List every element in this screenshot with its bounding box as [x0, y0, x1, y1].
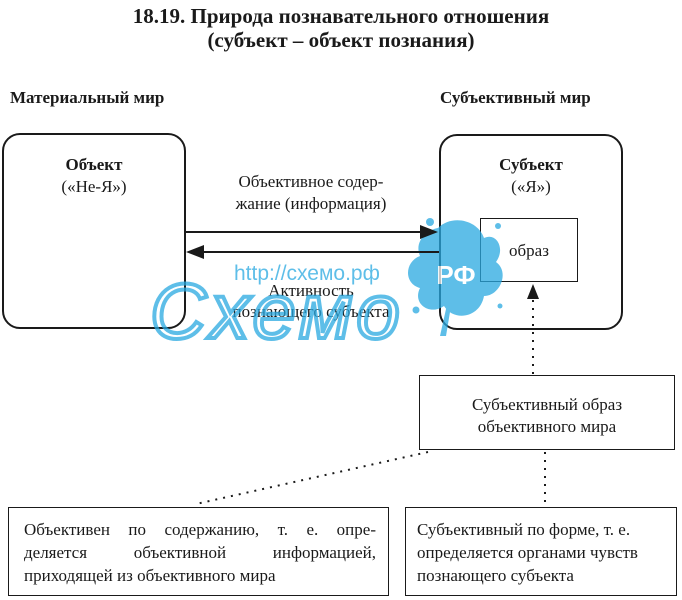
subjective-image-line-2: объективного мира — [477, 417, 617, 436]
dotted-connector-left — [195, 451, 429, 505]
arrow-to-subject-head — [420, 225, 438, 239]
page-subtitle: (субъект – объект познания) — [207, 28, 475, 52]
subjective-world-label: Субъективный мир — [440, 88, 591, 107]
material-world-label: Материальный мир — [10, 88, 165, 107]
subjective-form-box — [405, 507, 677, 596]
objective-content-box — [8, 507, 389, 596]
page-title: 18.19. Природа познавательного отношения — [132, 4, 550, 28]
subjective-form-line-1: Субъективный по форме, т. е. — [417, 520, 631, 539]
watermark: РФ http://схемо.рф Схемо — [148, 218, 503, 357]
subjective-form-line-3: познающего субъекта — [417, 566, 574, 585]
subject-title: Субъект — [499, 155, 563, 174]
subject-subtitle: («Я») — [511, 177, 551, 196]
watermark-splash-shape — [408, 218, 503, 336]
arrow-bottom-label-2: познающего субъекта — [232, 302, 390, 321]
object-subtitle: («Не-Я») — [61, 177, 127, 196]
object-box — [2, 133, 186, 329]
objective-content-line-3: приходящей из объективного мира — [24, 566, 276, 585]
watermark-word: Схемо — [150, 267, 404, 355]
arrow-bottom-label-1: Активность — [268, 281, 354, 300]
object-title: Объект — [65, 155, 123, 174]
subjective-image-box — [419, 375, 675, 450]
arrow-top-label-1: Объективное содер- — [238, 172, 384, 191]
image-label: образ — [509, 241, 549, 260]
subjective-image-line-1: Субъективный образ — [471, 395, 623, 414]
arrow-top-label-2: жание (информация) — [235, 194, 387, 213]
arrow-to-object-head — [186, 245, 204, 259]
objective-content-line-1: Объективен по содержанию, т. е. опре- — [24, 520, 376, 539]
dotted-connector-up-head — [527, 284, 539, 299]
watermark-url: http://схемо.рф — [234, 262, 380, 285]
watermark-suffix: РФ — [436, 260, 475, 290]
subjective-form-line-2: определяется органами чувств — [417, 543, 638, 562]
objective-content-line-2: деляется объективной информацией, — [24, 543, 376, 562]
